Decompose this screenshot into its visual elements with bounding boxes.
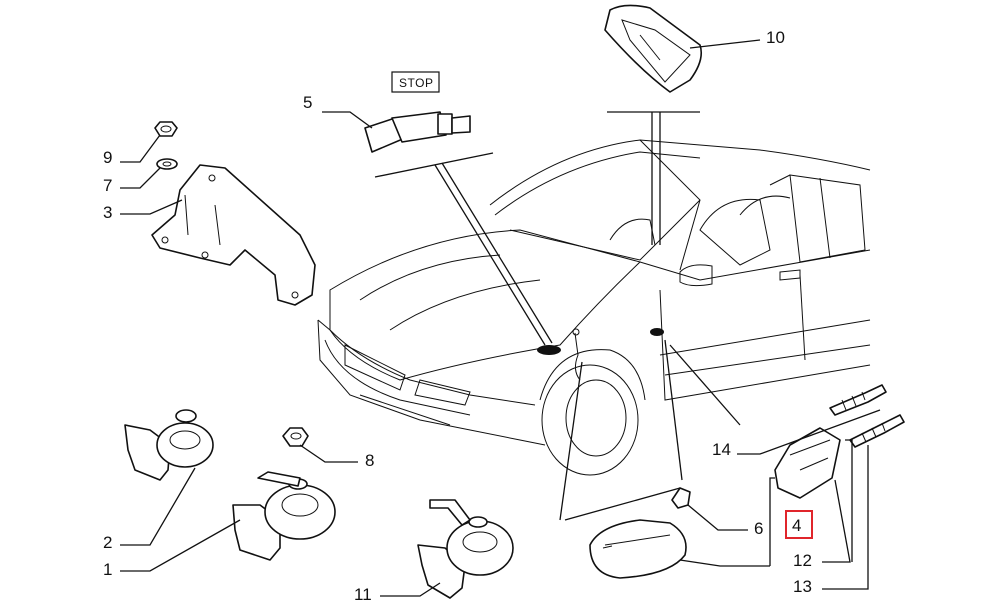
highlight-box <box>785 510 813 539</box>
part-13-terminal <box>849 414 905 448</box>
part-11-horn <box>417 499 514 599</box>
callout-2: 2 <box>103 533 112 552</box>
part-7-washer <box>156 158 178 170</box>
leader-lines <box>120 39 881 597</box>
part-14-terminal <box>829 384 887 416</box>
callout-9: 9 <box>103 148 112 167</box>
callout-8: 8 <box>365 451 374 470</box>
stop-label: STOP <box>399 76 433 90</box>
callout-6: 6 <box>754 519 763 538</box>
part-10-trim <box>604 4 703 93</box>
part-6-side-lamp <box>589 487 691 579</box>
callout-13: 13 <box>793 577 812 596</box>
callout-14: 14 <box>712 440 731 459</box>
callout-5: 5 <box>303 93 312 112</box>
part-9-nut <box>154 121 178 137</box>
car-illustration <box>317 139 871 476</box>
callout-11: 11 <box>354 585 372 600</box>
part-12-connector <box>774 427 841 499</box>
part-8-nut <box>282 427 309 447</box>
callout-1: 1 <box>103 560 112 579</box>
part-5-stop-switch <box>364 71 471 153</box>
part-1-horn <box>232 471 336 561</box>
callout-10: 10 <box>766 28 785 47</box>
part-3-bracket <box>151 164 316 306</box>
callout-3: 3 <box>103 203 112 222</box>
callout-7: 7 <box>103 176 112 195</box>
callout-12: 12 <box>793 551 812 570</box>
part-2-horn <box>124 409 214 481</box>
callout-4: 4 <box>792 516 801 535</box>
